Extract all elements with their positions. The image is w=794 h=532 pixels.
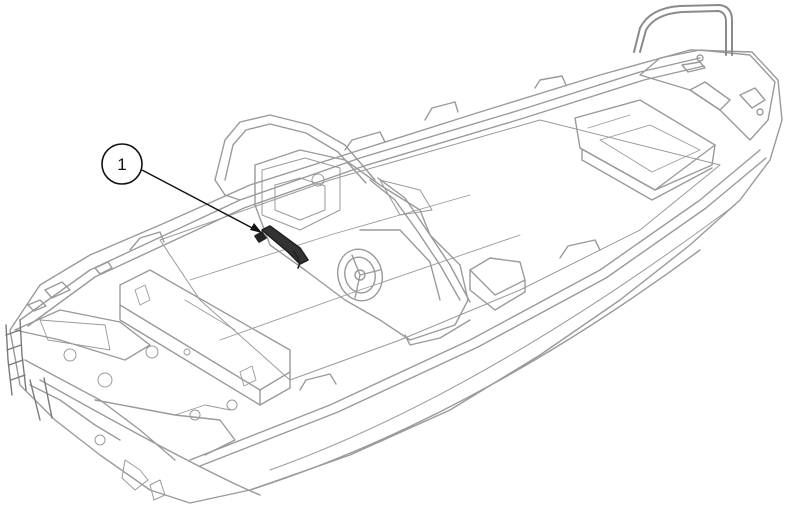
stern-cleats: [27, 261, 113, 312]
forward-storage-hatch: [574, 99, 716, 201]
callout-1-arrowhead: [250, 223, 262, 233]
steering-wheel: [337, 248, 383, 302]
callout-1-leader-line: [141, 169, 259, 232]
transom: [14, 309, 238, 501]
windshield: [214, 114, 471, 303]
callout-1-label: 1: [117, 155, 126, 174]
swim-ladder: [5, 319, 53, 421]
callout-1: 1: [101, 143, 262, 233]
hull: [9, 49, 783, 504]
passenger-console: [469, 257, 526, 311]
cockpit-floor: [159, 119, 721, 381]
aft-bench-seat: [119, 269, 291, 406]
highlighted-part-fitting: [254, 225, 309, 269]
bow-rail: [633, 4, 733, 56]
callout-1-circle: [101, 143, 143, 185]
bow-deck: [639, 49, 776, 141]
console: [254, 149, 471, 346]
